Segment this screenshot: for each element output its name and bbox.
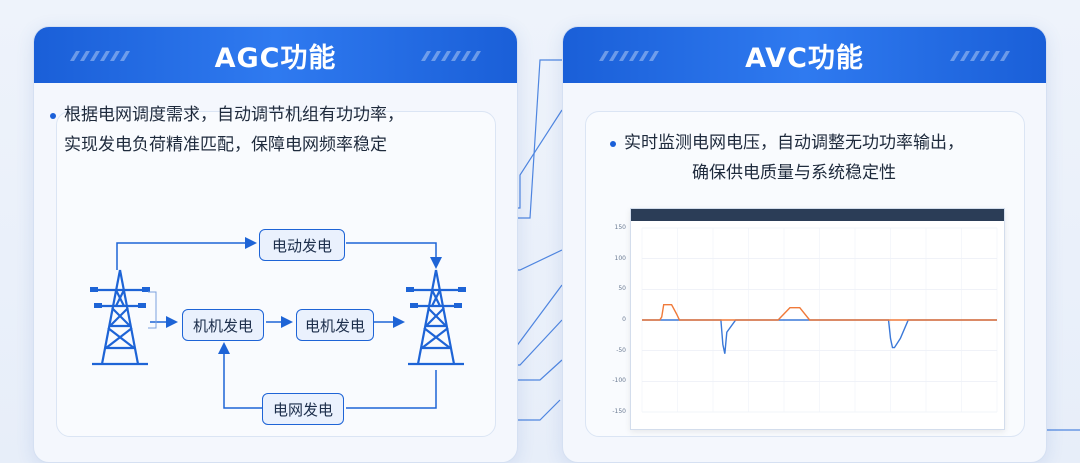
y-tick-label: 0 xyxy=(622,316,626,323)
agc-header: AGC功能 xyxy=(34,27,517,83)
avc-title: AVC功能 xyxy=(745,42,864,74)
y-tick-label: -150 xyxy=(612,408,626,415)
transmission-tower-icon xyxy=(90,269,150,366)
header-stripes-decoration xyxy=(70,51,130,61)
y-tick-label: 100 xyxy=(614,254,626,262)
avc-chart-plot xyxy=(641,227,998,413)
node-motor-gen: 电动发电 xyxy=(259,229,345,261)
avc-header: AVC功能 xyxy=(563,27,1046,83)
y-tick-label: 50 xyxy=(618,285,626,293)
series-line-1 xyxy=(642,303,997,321)
y-tick-label: -50 xyxy=(616,346,626,354)
bullet-dot xyxy=(50,113,56,119)
y-tick-label: 150 xyxy=(614,224,626,231)
bracket-decoration xyxy=(148,291,157,329)
bullet-dot xyxy=(610,141,616,147)
header-stripes-decoration xyxy=(599,51,659,61)
node-grid-gen: 电网发电 xyxy=(262,393,344,425)
avc-description-line1: 实时监测电网电压，自动调整无功功率输出， xyxy=(624,133,964,153)
header-stripes-decoration xyxy=(950,51,1010,61)
avc-monitor-chart xyxy=(630,208,1005,430)
y-tick-label: -100 xyxy=(612,377,626,385)
node-machine-gen: 机机发电 xyxy=(182,309,264,341)
agc-card: AGC功能 xyxy=(33,26,518,463)
agc-description-line2: 实现发电负荷精准匹配，保障电网频率稳定 xyxy=(64,135,387,155)
avc-description: 实时监测电网电压，自动调整无功功率输出， 确保供电质量与系统稳定性 xyxy=(610,128,1034,188)
agc-description: 根据电网调度需求，自动调节机组有功功率， 实现发电负荷精准匹配，保障电网频率稳定 xyxy=(50,100,474,160)
chart-titlebar xyxy=(631,209,1004,221)
header-stripes-decoration xyxy=(421,51,481,61)
transmission-tower-icon xyxy=(406,269,466,366)
agc-title: AGC功能 xyxy=(214,42,337,74)
avc-description-line2: 确保供电质量与系统稳定性 xyxy=(692,163,896,183)
node-electric-gen: 电机发电 xyxy=(296,309,374,341)
agc-inner-panel xyxy=(56,111,496,437)
agc-description-line1: 根据电网调度需求，自动调节机组有功功率， xyxy=(64,105,404,125)
